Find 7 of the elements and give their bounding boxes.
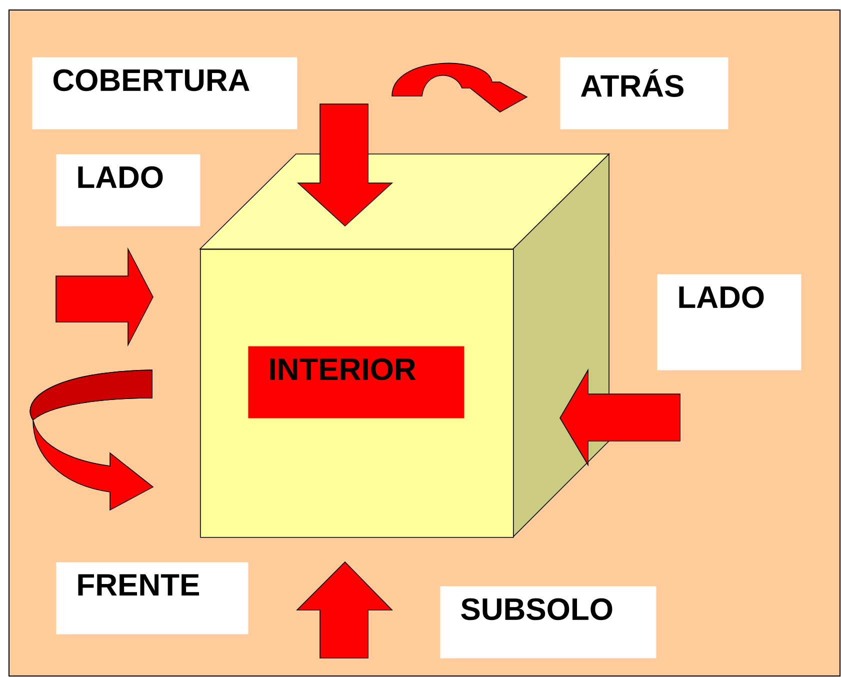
- label-box: LADO: [56, 154, 200, 226]
- interior-box: INTERIOR: [248, 346, 464, 418]
- label-box: ATRÁS: [560, 57, 728, 130]
- label-box: FRENTE: [56, 562, 248, 634]
- label-box: COBERTURA: [32, 57, 298, 130]
- label-box: SUBSOLO: [440, 586, 656, 658]
- label-box: LADO: [657, 274, 802, 370]
